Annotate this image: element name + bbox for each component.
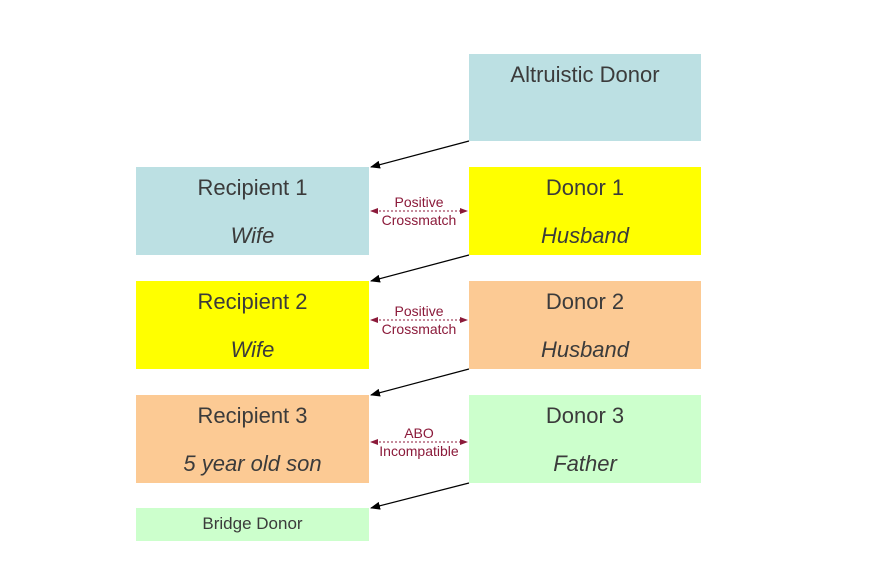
link-label-3: ABO Incompatible [369, 424, 469, 460]
link-label-1: Positive Crossmatch [369, 193, 469, 229]
link-label-1-line1: Positive [394, 194, 444, 210]
recipient-1-box: Recipient 1 Wife [136, 167, 369, 255]
donor-3-relation: Father [553, 451, 617, 476]
donor-3-title: Donor 3 [545, 403, 625, 428]
bridge-donor-title: Bridge Donor [202, 514, 303, 533]
donor-1-box: Donor 1 Husband [469, 167, 701, 255]
altruistic-donor-title: Altruistic Donor [510, 62, 660, 87]
link-label-3-line1: ABO [404, 425, 434, 441]
arrow-donor-3-to-bridge-donor [370, 482, 470, 510]
donor-2-title: Donor 2 [545, 289, 625, 314]
link-label-2-line1: Positive [394, 303, 444, 319]
link-label-2: Positive Crossmatch [369, 302, 469, 338]
donor-1-title: Donor 1 [545, 175, 625, 200]
donor-3-box: Donor 3 Father [469, 395, 701, 483]
donor-1-relation: Husband [540, 223, 630, 248]
donor-2-box: Donor 2 Husband [469, 281, 701, 369]
arrow-altruistic-to-recipient-1 [370, 140, 470, 169]
recipient-3-title: Recipient 3 [197, 403, 308, 428]
recipient-3-relation: 5 year old son [183, 451, 322, 476]
altruistic-donor-box: Altruistic Donor [469, 54, 701, 141]
donor-2-relation: Husband [540, 337, 630, 362]
recipient-1-relation: Wife [230, 223, 275, 248]
recipient-1-title: Recipient 1 [197, 175, 308, 200]
recipient-2-title: Recipient 2 [197, 289, 308, 314]
recipient-3-box: Recipient 3 5 year old son [136, 395, 369, 483]
arrow-donor-2-to-recipient-3 [370, 368, 470, 397]
recipient-2-box: Recipient 2 Wife [136, 281, 369, 369]
link-label-1-line2: Crossmatch [381, 212, 457, 228]
link-label-2-line2: Crossmatch [381, 321, 457, 337]
bridge-donor-box: Bridge Donor [136, 508, 369, 541]
recipient-2-relation: Wife [230, 337, 275, 362]
arrow-donor-1-to-recipient-2 [370, 254, 470, 283]
link-label-3-line2: Incompatible [379, 443, 459, 459]
